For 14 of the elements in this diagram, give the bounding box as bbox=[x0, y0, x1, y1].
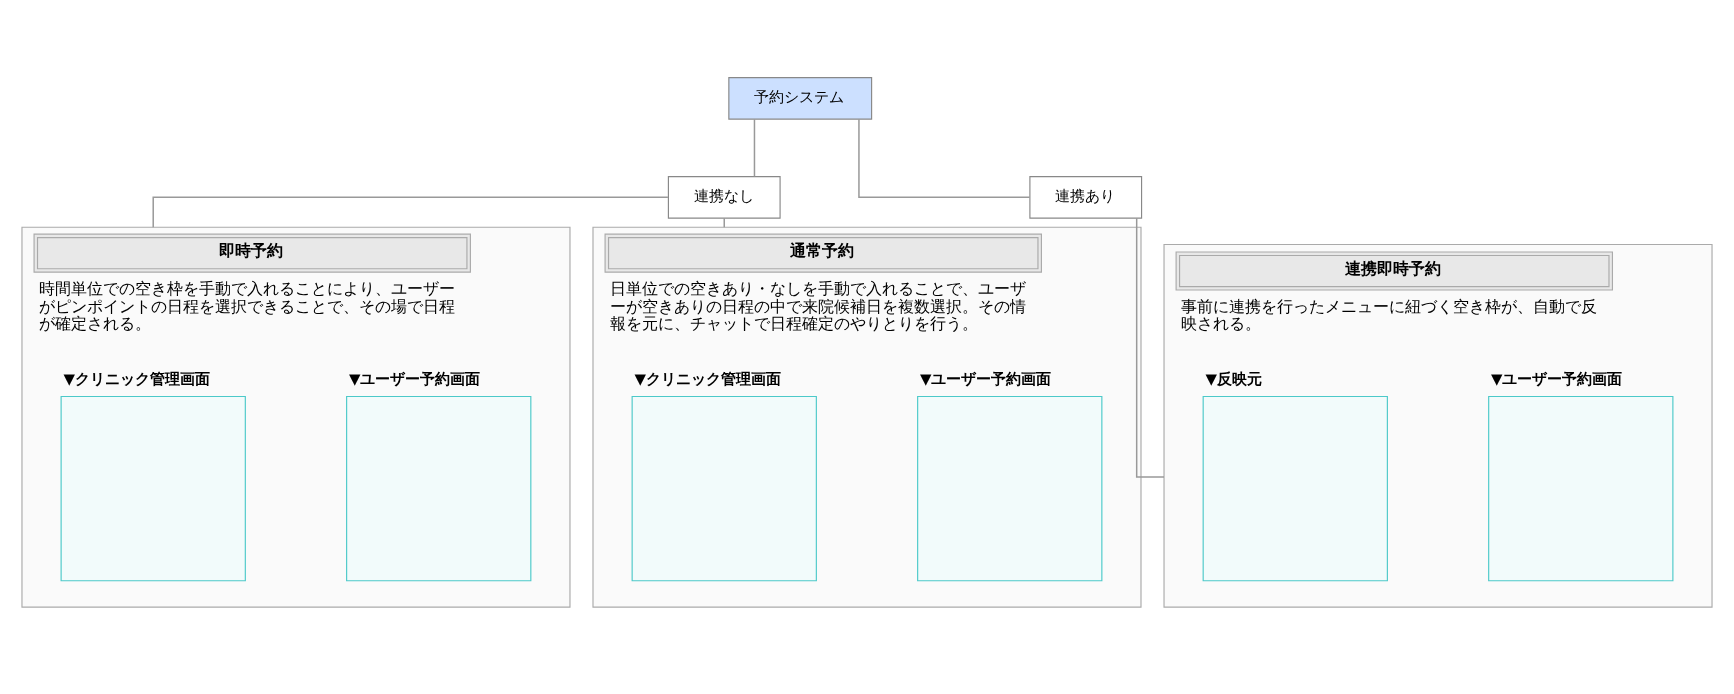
node-label: ▼クリニック管理画面 bbox=[634, 370, 781, 389]
node-box: 連携あり bbox=[1029, 176, 1143, 219]
node-label: ▼ユーザー予約画面 bbox=[1490, 370, 1623, 389]
connector bbox=[753, 118, 756, 178]
connector bbox=[723, 217, 725, 228]
node-label: ▼ユーザー予約画面 bbox=[348, 370, 481, 389]
node-label: ▼ユーザー予約画面 bbox=[919, 370, 1052, 389]
node-label: ▼クリニック管理画面 bbox=[63, 370, 210, 389]
connector bbox=[1135, 217, 1165, 478]
connector bbox=[858, 118, 1031, 199]
connector bbox=[152, 196, 669, 228]
node-box: 連携なし bbox=[667, 176, 781, 219]
node-label: ▼反映元 bbox=[1205, 370, 1262, 389]
node-box: 予約システム bbox=[728, 77, 873, 120]
